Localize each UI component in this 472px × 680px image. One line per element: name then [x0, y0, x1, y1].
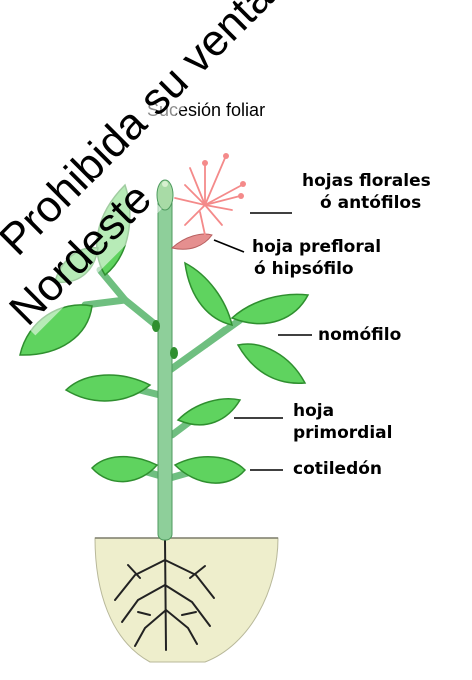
label-hoja-prefloral-line2: ó hipsófilo	[252, 258, 381, 280]
axillary-bud-2	[152, 320, 160, 332]
label-hoja-prefloral-line1: hoja prefloral	[252, 236, 381, 258]
leaf-right-lower	[238, 344, 305, 383]
label-hoja-primordial-line2: primordial	[293, 422, 392, 444]
label-hojas-florales-line1: hojas florales	[302, 170, 431, 192]
leaf-primordial	[178, 399, 240, 425]
label-cotiledon: cotiledón	[293, 458, 382, 480]
stem	[158, 195, 172, 540]
leaf-left-mid	[66, 375, 150, 401]
leaf-right-mid	[232, 294, 308, 323]
label-hoja-primordial-line1: hoja	[293, 400, 392, 422]
leaf-right-upper	[185, 263, 232, 325]
soil	[95, 538, 278, 662]
cotyledon-left	[92, 457, 157, 482]
label-hojas-florales-line2: ó antófilos	[302, 192, 431, 214]
axillary-bud	[170, 347, 178, 359]
label-nomofilo: nomófilo	[318, 324, 401, 346]
flower	[175, 158, 242, 235]
label-hoja-prefloral: hoja prefloral ó hipsófilo	[252, 236, 381, 280]
label-hoja-primordial: hoja primordial	[293, 400, 392, 444]
label-hojas-florales: hojas florales ó antófilos	[302, 170, 431, 214]
cotyledon-right	[175, 457, 245, 483]
bract-leaf	[172, 234, 212, 249]
